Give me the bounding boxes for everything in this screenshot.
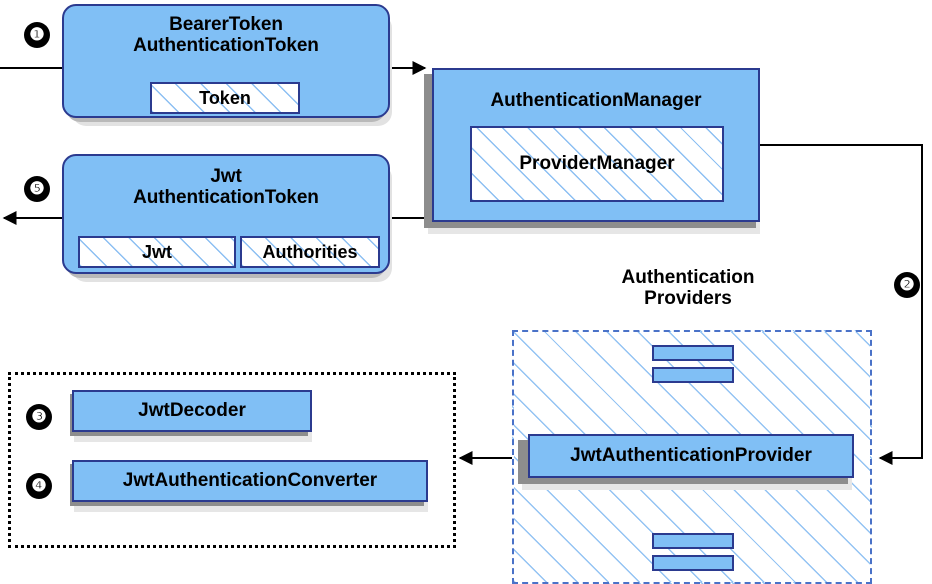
jwt-authentication-converter-box[interactable]: JwtAuthenticationConverter (72, 460, 428, 502)
bearer-token-card-title: BearerToken AuthenticationToken (64, 14, 388, 57)
abbreviated-provider-bar-4 (652, 555, 734, 571)
bearer-token-title-line-1: BearerToken (169, 14, 283, 35)
bearer-token-slot-token[interactable]: Token (150, 82, 300, 114)
provider-manager-label: ProviderManager (519, 153, 675, 174)
bearer-token-slot-token-label: Token (199, 87, 251, 108)
authentication-manager-box[interactable]: AuthenticationManager ProviderManager (432, 68, 760, 222)
jwt-decoder-box[interactable]: JwtDecoder (72, 390, 312, 432)
jwt-token-slot-authorities[interactable]: Authorities (240, 236, 380, 268)
authentication-manager-title: AuthenticationManager (490, 90, 702, 111)
jwt-token-card-title: Jwt AuthenticationToken (64, 166, 388, 209)
jwt-token-slot-authorities-label: Authorities (262, 241, 358, 262)
authentication-providers-title-line-1: Authentication (621, 267, 755, 288)
jwt-token-title-line-2: AuthenticationToken (133, 187, 319, 209)
marker-4: ❹ (26, 473, 52, 499)
bearer-token-title-line-2: AuthenticationToken (133, 35, 319, 57)
jwt-token-title-line-1: Jwt (210, 166, 242, 187)
marker-1: ❶ (24, 22, 50, 48)
jwt-authentication-converter-label: JwtAuthenticationConverter (122, 470, 378, 492)
abbreviated-provider-bar-3 (652, 533, 734, 549)
abbreviated-provider-bar-2 (652, 367, 734, 383)
jwt-token-slot-jwt[interactable]: Jwt (78, 236, 236, 268)
authentication-manager-slot-provider-manager[interactable]: ProviderManager (470, 126, 724, 202)
abbreviated-provider-bar-1 (652, 345, 734, 361)
bearer-token-authentication-token-card[interactable]: BearerToken AuthenticationToken Token (62, 4, 390, 118)
jwt-authentication-token-card[interactable]: Jwt AuthenticationToken Jwt Authorities (62, 154, 390, 274)
authentication-providers-title-line-2: Providers (644, 287, 732, 309)
marker-2: ❷ (894, 272, 920, 298)
jwt-decoder-label: JwtDecoder (138, 400, 246, 422)
marker-3: ❸ (26, 404, 52, 430)
jwt-token-slot-jwt-label: Jwt (141, 241, 172, 262)
support-components-group (8, 372, 456, 548)
jwt-authentication-provider-label: JwtAuthenticationProvider (570, 445, 812, 467)
jwt-authentication-provider-box[interactable]: JwtAuthenticationProvider (528, 434, 854, 478)
marker-5: ❺ (24, 176, 50, 202)
authentication-providers-title: Authentication Providers (568, 267, 808, 310)
